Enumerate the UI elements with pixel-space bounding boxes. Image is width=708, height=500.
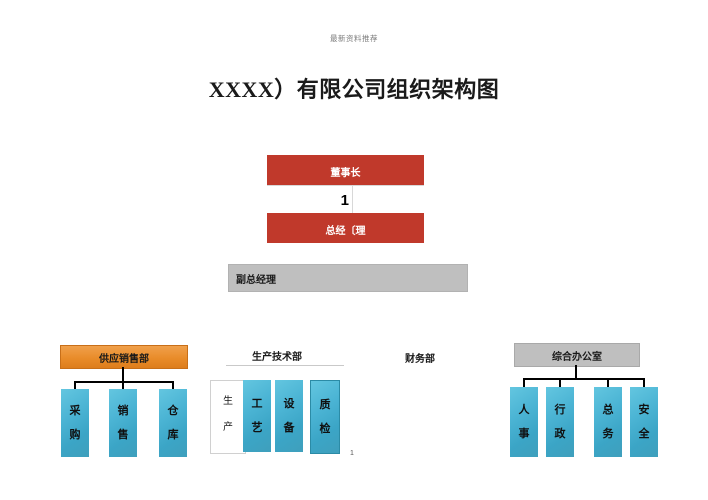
unit-production-3: 设 备 [275, 380, 303, 452]
unit-label-bottom: 全 [638, 428, 650, 440]
page-header-note: 最新资料推荐 [330, 34, 378, 43]
unit-label-top: 仓 [167, 405, 179, 417]
connector-drop-office-4 [643, 378, 645, 387]
vice-general-manager-label: 副总经理 [236, 275, 276, 286]
unit-office-2: 行 政 [546, 387, 574, 457]
connector-stem-office [575, 365, 577, 378]
unit-label-top: 设 [283, 398, 295, 410]
unit-label-bottom: 售 [117, 429, 129, 441]
general-manager-label: 总经〔理 [325, 226, 366, 237]
connector-drop-supply-2 [122, 381, 124, 389]
connector-stem-supply [122, 367, 124, 381]
unit-label-top: 质 [319, 399, 331, 411]
department-production-tech: 生产技术部 [252, 352, 302, 363]
unit-production-2: 工 艺 [243, 380, 271, 452]
page-title: XXXX）有限公司组织架构图 [208, 77, 500, 102]
connector-drop-supply-3 [172, 381, 174, 389]
chairman-block: 董事长 1 总经〔理 [267, 155, 424, 243]
department-general-office: 综合办公室 [514, 343, 640, 367]
general-manager-row-background [267, 213, 424, 243]
unit-supply-1: 采 购 [61, 389, 89, 457]
unit-label-bottom: 务 [602, 428, 614, 440]
unit-label-top: 总 [602, 404, 614, 416]
middle-value: 1 [340, 191, 349, 209]
chairman-label: 董事长 [330, 168, 361, 179]
connector-drop-office-1 [523, 378, 525, 387]
unit-label-top: 工 [251, 398, 263, 410]
chairman-middle-row: 1 [267, 185, 424, 215]
page-number: 1 [350, 450, 354, 457]
unit-label-top: 人 [518, 404, 530, 416]
unit-label-top: 行 [554, 404, 566, 416]
unit-label-bottom: 购 [69, 429, 81, 441]
unit-label-top: 安 [638, 404, 650, 416]
unit-label-top: 生 [223, 396, 233, 407]
unit-office-3: 总 务 [594, 387, 622, 457]
unit-label-bottom: 备 [283, 422, 295, 434]
unit-production-4: 质 检 [310, 380, 340, 454]
department-production-tech-underline [226, 365, 344, 366]
connector-bar-supply [74, 381, 174, 383]
connector-drop-office-2 [559, 378, 561, 387]
unit-label-bottom: 产 [223, 422, 233, 433]
unit-supply-3: 仓 库 [159, 389, 187, 457]
unit-label-top: 采 [69, 405, 81, 417]
unit-label-bottom: 库 [167, 429, 179, 441]
connector-drop-office-3 [607, 378, 609, 387]
unit-label-bottom: 艺 [251, 422, 263, 434]
vice-general-manager-box: 副总经理 [228, 264, 468, 292]
chairman-row-background [267, 155, 424, 185]
unit-label-top: 销 [117, 405, 129, 417]
unit-office-1: 人 事 [510, 387, 538, 457]
department-supply-sales: 供应销售部 [60, 345, 188, 369]
unit-production-1: 生 产 [210, 380, 246, 454]
connector-bar-office [523, 378, 645, 380]
connector-drop-supply-1 [74, 381, 76, 389]
unit-label-bottom: 事 [518, 428, 530, 440]
department-finance: 财务部 [405, 354, 435, 365]
unit-label-bottom: 政 [554, 428, 566, 440]
unit-supply-2: 销 售 [109, 389, 137, 457]
unit-label-bottom: 检 [319, 423, 331, 435]
middle-cell-divider [352, 186, 353, 214]
unit-office-4: 安 全 [630, 387, 658, 457]
